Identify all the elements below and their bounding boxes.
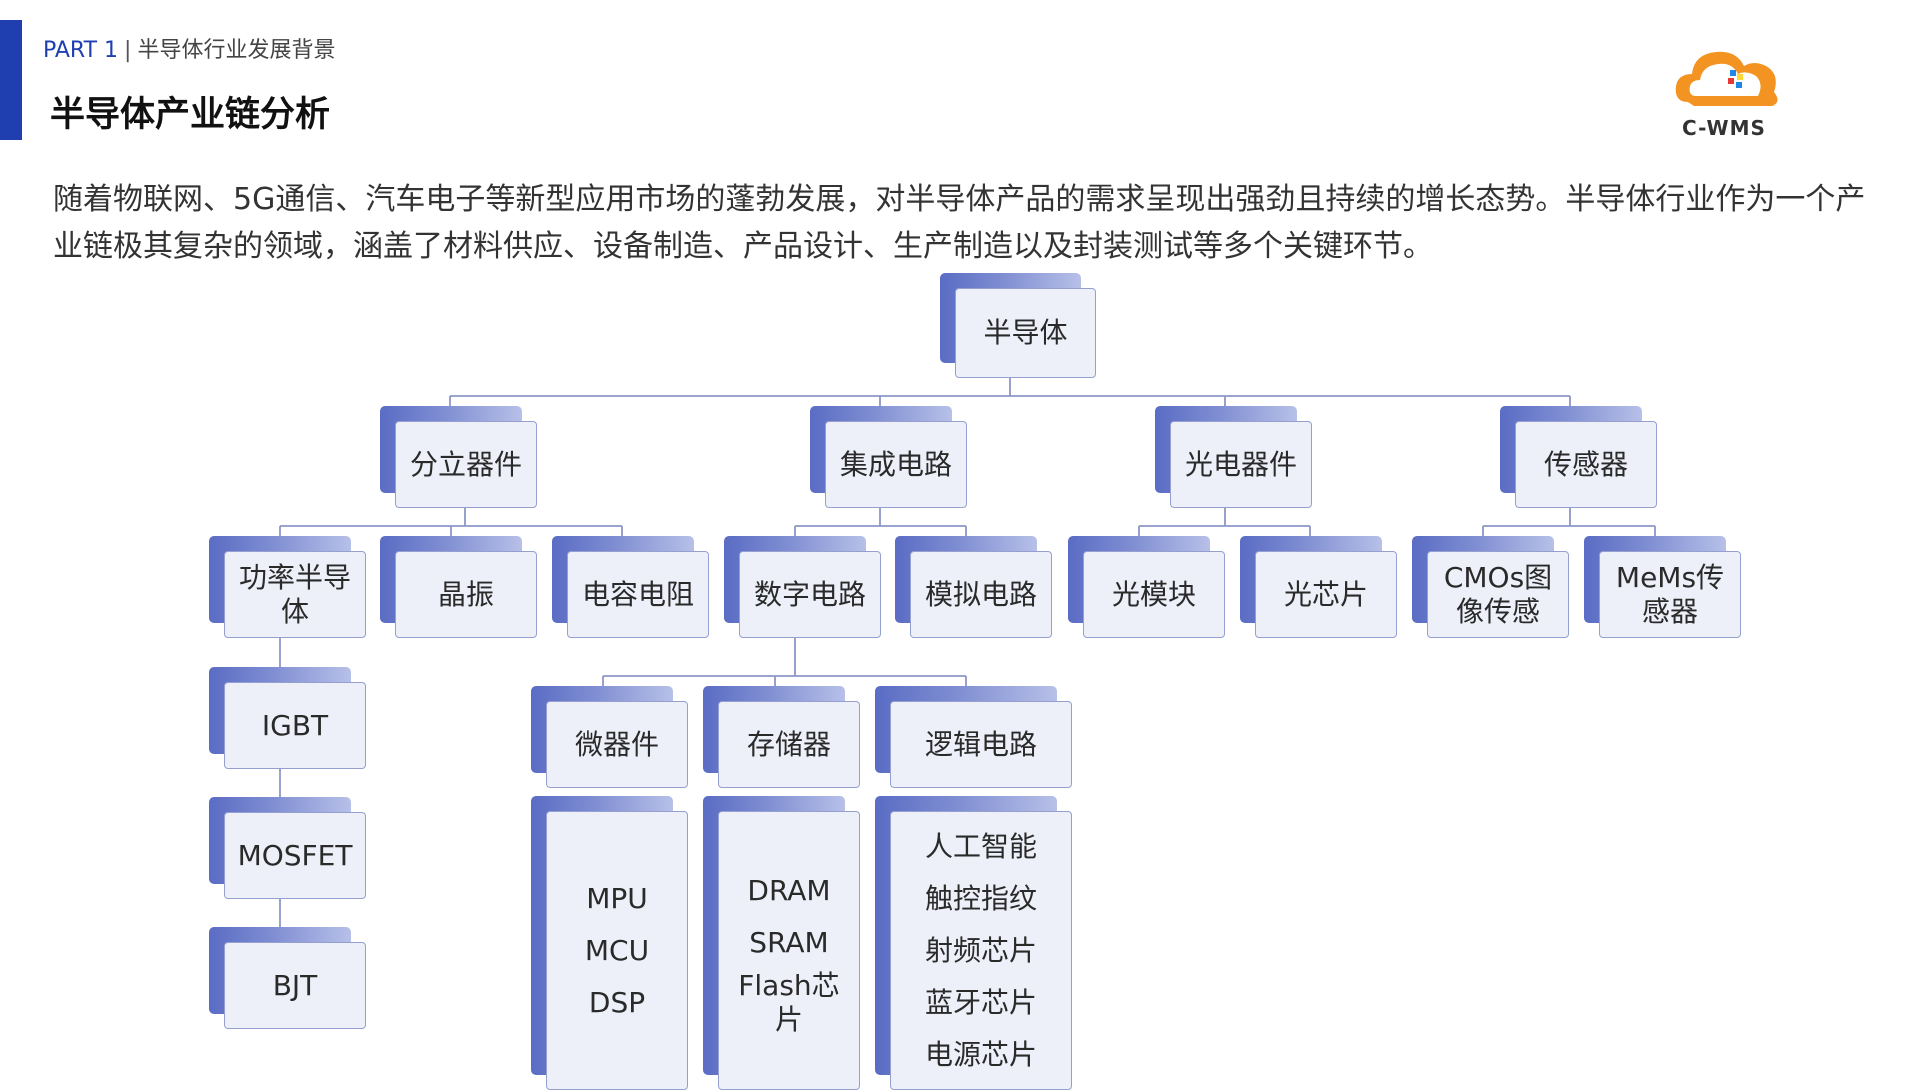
list-item: 电源芯片 (924, 1037, 1037, 1071)
node-root: 半导体 (940, 273, 1096, 378)
node-micro-items: MPU MCU DSP (531, 796, 688, 1090)
part-label: PART 1 (43, 38, 119, 63)
node-label: 传感器 (1543, 447, 1628, 481)
node-digital-circuit: 数字电路 (724, 536, 881, 638)
list-item: 触控指纹 (924, 881, 1037, 915)
node-memory-items: DRAM SRAM Flash芯片 (703, 796, 860, 1090)
node-label: MeMs传感器 (1615, 560, 1725, 628)
node-label: 模拟电路 (924, 577, 1037, 611)
list-item: 射频芯片 (924, 933, 1037, 967)
node-label: CMOs图像传感 (1443, 560, 1553, 628)
node-optical-module: 光模块 (1068, 536, 1225, 638)
node-analog-circuit: 模拟电路 (895, 536, 1052, 638)
node-power-semiconductor: 功率半导体 (209, 536, 366, 638)
node-capacitor-resistor: 电容电阻 (552, 536, 709, 638)
list-item: DRAM (747, 873, 831, 907)
section-label: PART 1|半导体行业发展背景 (43, 32, 335, 64)
node-micro-device: 微器件 (531, 686, 688, 788)
part-title: 半导体行业发展背景 (137, 38, 336, 63)
list-item: 蓝牙芯片 (924, 985, 1037, 1019)
node-integrated-circuits: 集成电路 (810, 406, 967, 508)
node-root-label: 半导体 (983, 316, 1068, 349)
node-label: 集成电路 (839, 447, 952, 481)
node-label: 数字电路 (753, 577, 866, 611)
node-optical-chip: 光芯片 (1240, 536, 1397, 638)
node-label: 分立器件 (409, 447, 522, 481)
node-logic-items: 人工智能 触控指纹 射频芯片 蓝牙芯片 电源芯片 (875, 796, 1072, 1090)
page-title: 半导体产业链分析 (50, 95, 331, 135)
list-item: 人工智能 (924, 829, 1037, 863)
node-crystal-oscillator: 晶振 (380, 536, 537, 638)
node-label: 光芯片 (1283, 577, 1368, 611)
node-optoelectronic-devices: 光电器件 (1155, 406, 1312, 508)
logo-text: C-WMS (1682, 116, 1766, 140)
node-label: 微器件 (574, 727, 659, 761)
list-item: SRAM (749, 925, 829, 959)
node-label: 存储器 (746, 727, 831, 761)
list-item: MCU (584, 933, 650, 967)
node-label: 电容电阻 (581, 577, 694, 611)
list-item: MPU (586, 881, 648, 915)
node-mems-sensor: MeMs传感器 (1584, 536, 1741, 638)
node-label: IGBT (261, 708, 329, 742)
node-label: 功率半导体 (238, 560, 351, 628)
node-cmos-image-sensor: CMOs图像传感 (1412, 536, 1569, 638)
node-sensors: 传感器 (1500, 406, 1657, 508)
node-igbt: IGBT (209, 667, 366, 769)
node-logic-circuit: 逻辑电路 (875, 686, 1072, 788)
node-memory: 存储器 (703, 686, 860, 788)
node-bjt: BJT (209, 927, 366, 1029)
node-label: BJT (272, 968, 318, 1002)
list-item: Flash芯片 (738, 968, 840, 1036)
node-discrete-devices: 分立器件 (380, 406, 537, 508)
cloud-logo-icon (1675, 51, 1778, 106)
node-label: 晶振 (437, 577, 494, 611)
node-label: 光模块 (1111, 577, 1196, 611)
intro-paragraph: 随着物联网、5G通信、汽车电子等新型应用市场的蓬勃发展，对半导体产品的需求呈现出… (53, 182, 1866, 264)
accent-bar (0, 20, 22, 140)
node-label: 光电器件 (1184, 447, 1297, 481)
node-mosfet: MOSFET (209, 797, 366, 899)
node-label: 逻辑电路 (924, 727, 1037, 761)
node-label: MOSFET (237, 838, 353, 872)
list-item: DSP (588, 985, 646, 1019)
separator: | (124, 38, 132, 63)
